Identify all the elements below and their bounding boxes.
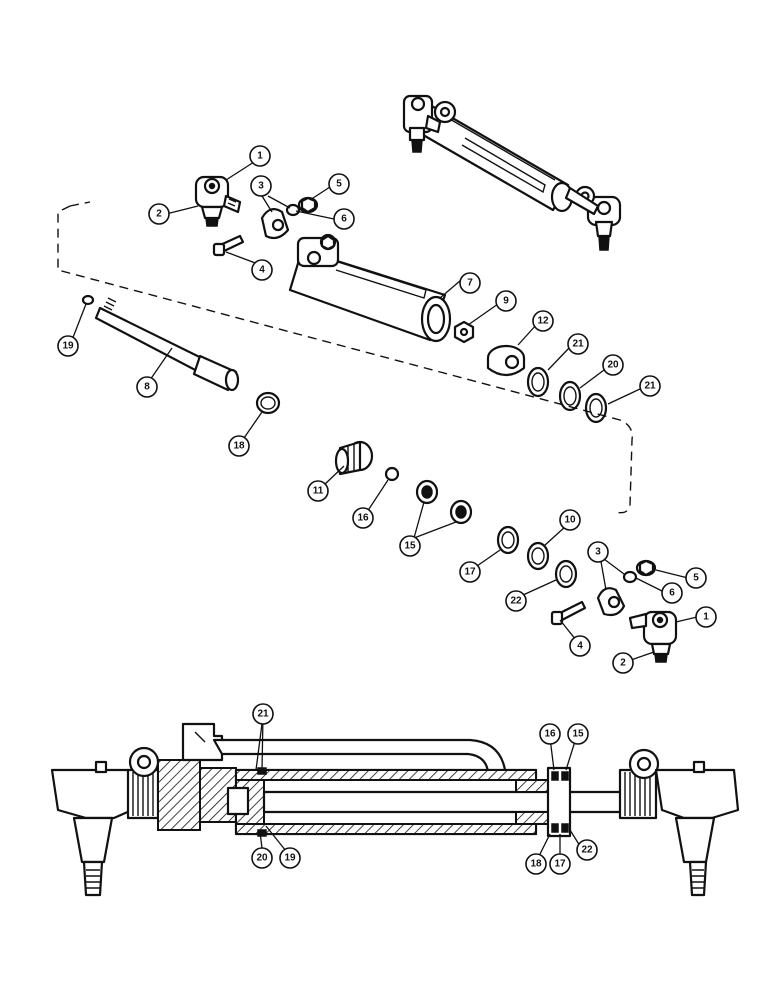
callout-21-b-label: 21	[644, 381, 656, 392]
assembled-cylinder-view	[402, 94, 622, 251]
section-callout-16: 16	[539, 723, 561, 745]
callout-17: 17	[459, 561, 481, 583]
callout-18: 18	[228, 435, 250, 457]
callout-7-label: 7	[467, 278, 473, 289]
callout-6: 6	[333, 208, 355, 230]
callout-5-b: 5	[685, 567, 707, 589]
callout-6-label: 6	[341, 214, 347, 225]
section-callout-17: 17	[549, 853, 571, 875]
callout-7: 7	[459, 272, 481, 294]
leader-lines	[71, 161, 698, 863]
callout-1-b-label: 1	[703, 612, 709, 623]
callout-3: 3	[250, 175, 272, 197]
callout-21-a-label: 21	[572, 339, 584, 350]
callout-21-b: 21	[639, 375, 661, 397]
section-callout-22-label: 22	[581, 845, 593, 856]
callout-16: 16	[352, 507, 374, 529]
cylinder-barrel	[288, 233, 452, 343]
callout-16-label: 16	[357, 513, 369, 524]
section-callout-19: 19	[279, 847, 301, 869]
callout-10: 10	[559, 509, 581, 531]
ball-joint-upper	[194, 175, 242, 227]
callout-15: 15	[399, 535, 421, 557]
callout-5: 5	[328, 173, 350, 195]
clamp-upper	[212, 196, 319, 257]
callout-11-label: 11	[313, 486, 324, 497]
section-callout-15: 15	[567, 723, 589, 745]
section-callout-17-label: 17	[554, 859, 566, 870]
section-callout-20: 20	[251, 847, 273, 869]
section-callout-15-label: 15	[572, 729, 584, 740]
callout-1-b: 1	[695, 606, 717, 628]
section-callout-21: 21	[252, 703, 274, 725]
callout-2: 2	[148, 203, 170, 225]
sectional-view	[50, 722, 740, 897]
callout-11: 11	[307, 480, 329, 502]
callout-20: 20	[602, 354, 624, 376]
callout-4-label: 4	[259, 265, 265, 276]
callout-21-a: 21	[567, 333, 589, 355]
callout-19: 19	[57, 335, 79, 357]
callout-12: 12	[532, 310, 554, 332]
callout-17-label: 17	[464, 567, 476, 578]
piston-and-seals	[334, 440, 578, 589]
callout-19-label: 19	[62, 341, 74, 352]
section-callout-21-label: 21	[257, 709, 269, 720]
callout-5-label: 5	[336, 179, 342, 190]
callout-18-label: 18	[233, 441, 245, 452]
section-callout-22: 22	[576, 839, 598, 861]
callout-1-label: 1	[257, 151, 263, 162]
callout-3-label: 3	[258, 181, 264, 192]
callout-15-label: 15	[404, 541, 416, 552]
callout-10-label: 10	[564, 515, 576, 526]
clamp-lower	[550, 559, 657, 626]
piston-rod	[81, 294, 240, 392]
callout-4: 4	[251, 259, 273, 281]
seal-rings-right	[255, 320, 608, 424]
section-callout-19-label: 19	[284, 853, 296, 864]
callout-2-b: 2	[612, 652, 634, 674]
callout-2-b-label: 2	[620, 658, 626, 669]
callout-6-b-label: 6	[669, 588, 675, 599]
section-callout-16-label: 16	[544, 729, 556, 740]
callout-9-label: 9	[503, 296, 509, 307]
callout-12-label: 12	[537, 316, 549, 327]
callout-20-label: 20	[607, 360, 619, 371]
assembly-boundary	[57, 205, 633, 514]
callout-4-b-label: 4	[577, 641, 583, 652]
section-callout-18-label: 18	[530, 859, 542, 870]
callout-1: 1	[249, 145, 271, 167]
callout-9: 9	[495, 290, 517, 312]
assembly-boundary-top	[69, 201, 91, 207]
callout-22: 22	[505, 590, 527, 612]
section-callout-20-label: 20	[256, 853, 268, 864]
callout-6-b: 6	[661, 582, 683, 604]
ball-joint-lower	[628, 610, 678, 663]
callout-22-label: 22	[510, 596, 522, 607]
callout-8: 8	[136, 376, 158, 398]
callout-3-b-label: 3	[595, 547, 601, 558]
section-callout-18: 18	[525, 853, 547, 875]
callout-4-b: 4	[569, 635, 591, 657]
callout-2-label: 2	[156, 209, 162, 220]
callout-3-b: 3	[587, 541, 609, 563]
callout-8-label: 8	[144, 382, 150, 393]
callout-5-b-label: 5	[693, 573, 699, 584]
